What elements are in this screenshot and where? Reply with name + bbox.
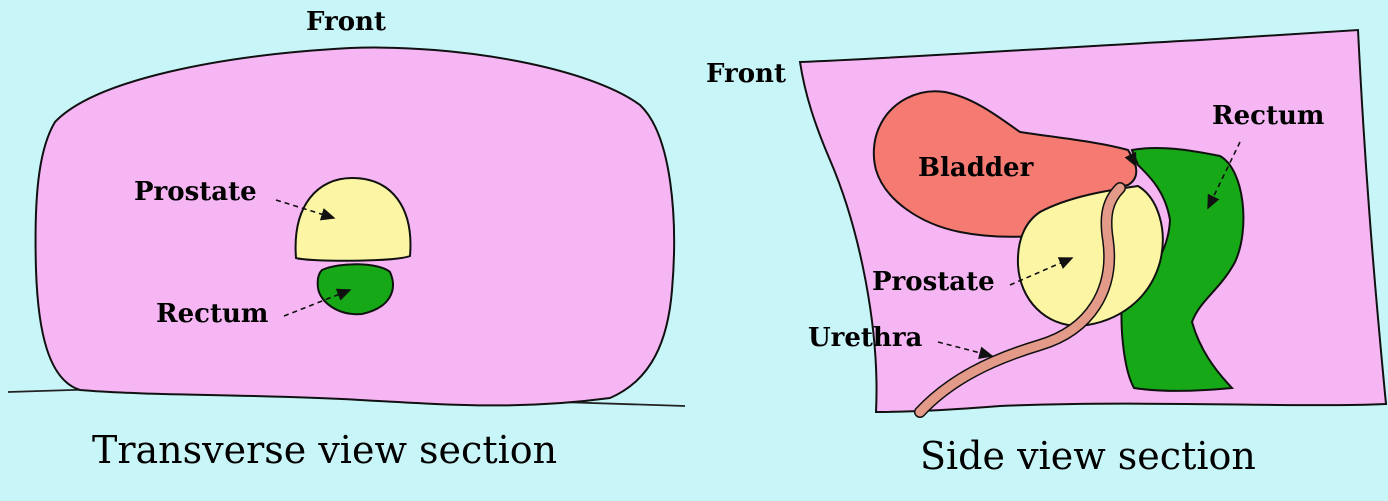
transverse-view: Front Prostate Rectum: [8, 7, 685, 406]
side-rectum-label: Rectum: [1212, 101, 1324, 131]
side-urethra-label: Urethra: [808, 323, 923, 353]
side-prostate-label: Prostate: [872, 267, 995, 297]
transverse-prostate-label: Prostate: [134, 177, 257, 207]
transverse-rectum-label: Rectum: [156, 299, 268, 329]
side-view: Front Bladder Rectum Prostate Urethra: [706, 30, 1386, 412]
side-caption: Side view section: [920, 434, 1256, 478]
side-front-label: Front: [706, 59, 786, 89]
transverse-front-label: Front: [306, 7, 386, 37]
transverse-caption: Transverse view section: [92, 428, 557, 472]
side-bladder-label: Bladder: [918, 153, 1034, 183]
